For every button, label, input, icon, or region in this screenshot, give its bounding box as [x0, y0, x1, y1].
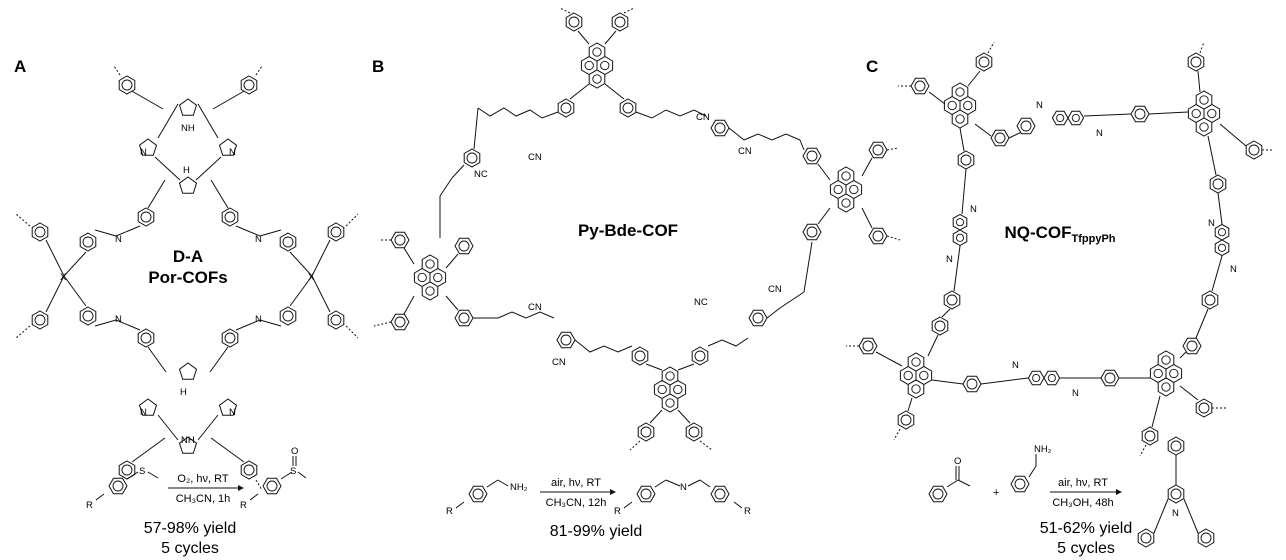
panel-b-letter: B [372, 57, 384, 76]
reaction-c [928, 436, 1215, 548]
substituent-r: R [86, 500, 93, 511]
nh2-label: NH₂ [1034, 444, 1052, 455]
cof-name-da: D-A [173, 247, 203, 266]
atom-n: N [970, 204, 977, 215]
atom-cn: CN [696, 112, 710, 123]
atom-nh: NH [181, 435, 195, 446]
atom-cn: CN [528, 302, 542, 313]
linker-c-bottom [931, 369, 1150, 393]
atom-cn: CN [768, 284, 782, 295]
atom-nh: NH [181, 123, 195, 134]
panel-c-letter: C [866, 57, 878, 76]
cycles-a: 5 cycles [161, 540, 219, 557]
cof-name-por: Por-COFs [148, 268, 227, 287]
atom-cn: CN [528, 152, 542, 163]
atom-x: X [60, 272, 67, 283]
yield-a: 57-98% yield [144, 520, 237, 537]
yield-c: 51-62% yield [1040, 520, 1133, 537]
panel-a: A NH N N H [14, 57, 359, 557]
reagent-top-b: air, hν, RT [551, 477, 601, 489]
cof-name-nq: NQ-COFTfppyPh [1004, 223, 1115, 245]
atom-n: N [115, 234, 122, 245]
reagent-bottom-b: CH₃CN, 12h [546, 497, 607, 509]
reagent-bottom-a: CH₃CN, 1h [176, 493, 231, 505]
atom-nc: NC [474, 169, 488, 180]
substituent-r: R [240, 500, 247, 511]
substituent-r: R [744, 506, 751, 517]
pyrene-node-c-top-right [1187, 41, 1274, 194]
atom-h: H [183, 165, 190, 176]
imine-links [94, 225, 282, 331]
reaction-a [95, 456, 307, 501]
atom-n: N [1036, 100, 1043, 111]
cof-name-nq-sub: TfppyPh [1072, 233, 1116, 245]
atom-o: O [291, 446, 298, 457]
atom-n: N [946, 254, 953, 265]
pyrene-node-right [802, 141, 901, 245]
atom-n: N [1072, 388, 1079, 399]
linker-c-top [974, 105, 1189, 147]
panel-b: B [372, 7, 901, 540]
tetrahedral-node-left [15, 213, 97, 339]
atom-nc: NC [694, 297, 708, 308]
atom-cn: CN [552, 357, 566, 368]
atom-n: N [229, 147, 236, 158]
atom-n: N [255, 314, 262, 325]
reaction-b [455, 479, 743, 509]
atom-n: N [1012, 360, 1019, 371]
linker-bottom-left [473, 311, 633, 353]
atom-s: S [139, 466, 145, 477]
cof-name-nq-main: NQ-COF [1004, 223, 1071, 242]
nh2-label: NH₂ [510, 482, 528, 493]
linker-c-left [941, 168, 968, 318]
linker-bottom-right [707, 241, 813, 347]
atom-n: N [140, 407, 147, 418]
linker-c-right [1195, 192, 1230, 339]
linker-top-left [439, 107, 559, 238]
atom-h: H [180, 387, 187, 398]
atom-n: N [255, 234, 262, 245]
atom-n: N [229, 407, 236, 418]
atom-cn: CN [738, 146, 752, 157]
porphyrin-bottom [113, 328, 263, 491]
atom-n: N [140, 147, 147, 158]
reagent-top-a: O₂, hν, RT [177, 473, 228, 485]
cof-name-py-bde: Py-Bde-COF [578, 221, 678, 240]
atom-n: N [115, 314, 122, 325]
panel-a-letter: A [14, 57, 26, 76]
pyrene-node-top [557, 7, 637, 118]
atom-n: N [1172, 508, 1179, 519]
plus-sign: + [993, 487, 999, 499]
porphyrin-top [113, 65, 263, 227]
atom-n: N [1230, 264, 1237, 275]
atom-n: N [680, 482, 687, 493]
atom-n: N [1096, 128, 1103, 139]
atom-x: X [308, 272, 315, 283]
substituent-r: R [614, 506, 621, 517]
pyrene-node-bottom [629, 346, 713, 451]
atom-o: O [954, 456, 961, 467]
tetrahedral-node-right [279, 213, 359, 339]
cycles-c: 5 cycles [1057, 540, 1115, 557]
pyrene-node-left [373, 231, 474, 331]
yield-b: 81-99% yield [550, 523, 643, 540]
reagent-top-c: air, hν, RT [1058, 477, 1108, 489]
atom-n: N [1208, 218, 1215, 229]
linker-top-right [635, 109, 805, 151]
panel-c: C [846, 41, 1274, 557]
pyrene-node-c-top-left [898, 41, 995, 170]
substituent-r: R [446, 506, 453, 517]
atom-s: S [290, 466, 296, 477]
pyrene-node-c-bottom-right [1139, 337, 1226, 457]
pyrene-node-c-bottom-left [846, 316, 949, 441]
reagent-bottom-c: CH₃OH, 48h [1052, 497, 1113, 509]
